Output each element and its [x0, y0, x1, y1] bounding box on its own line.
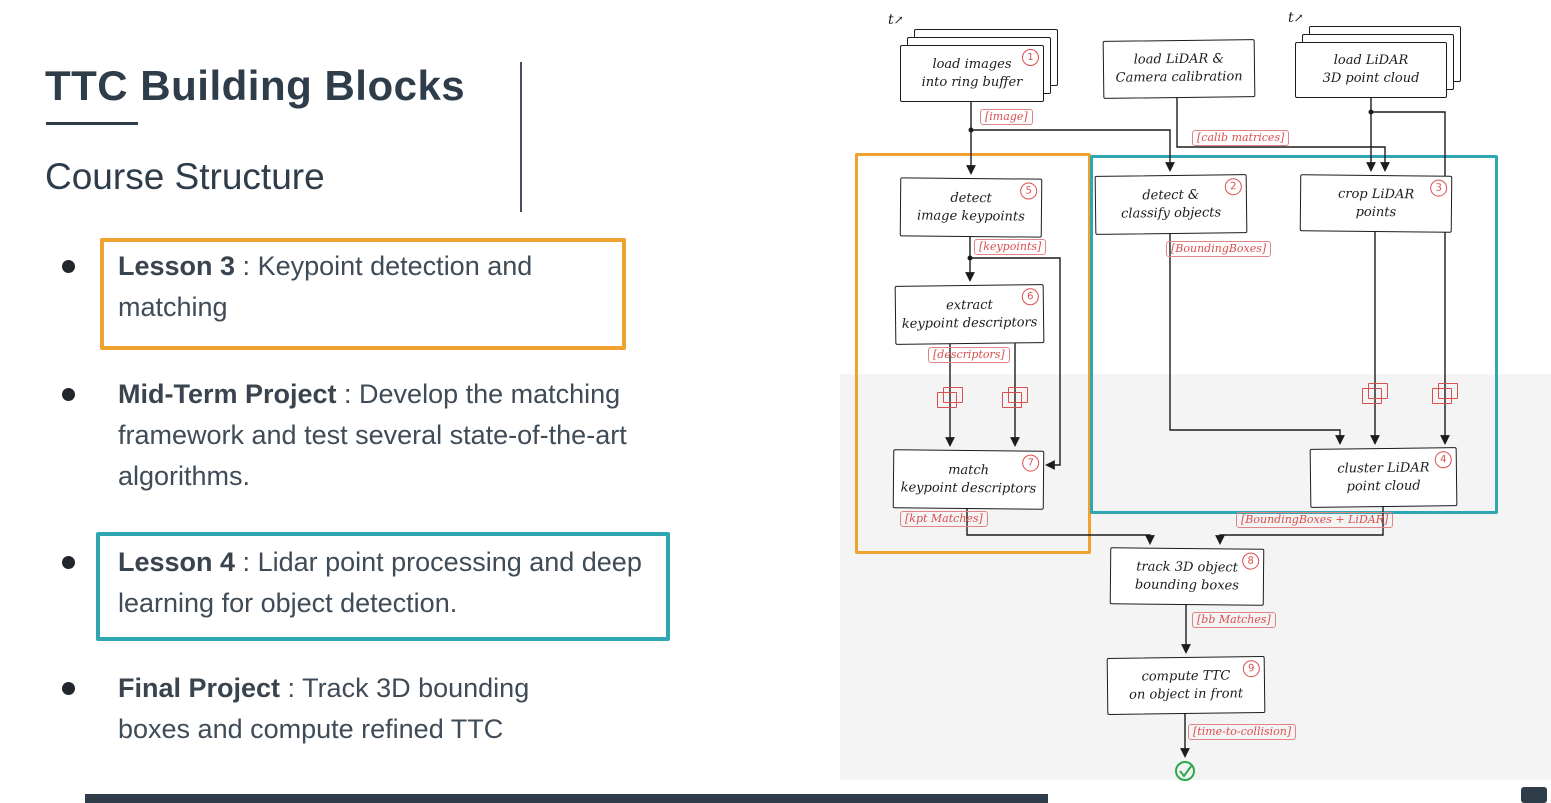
time-arrow-icon: ↗ [1293, 11, 1304, 25]
step-number: 8 [1242, 552, 1260, 570]
data-label-kpt-matches: [kpt Matches] [900, 511, 988, 527]
title-underline [46, 122, 138, 125]
node-label: detect [950, 190, 992, 207]
data-label-bb-matches: [bb Matches] [1192, 612, 1276, 628]
footer-bar [85, 794, 1048, 803]
node-label: into ring buffer [921, 74, 1023, 90]
node-label: bounding boxes [1134, 577, 1240, 593]
bullet-lesson3: Lesson 3 : Keypoint detection and matchi… [118, 246, 596, 328]
node-label: points [1355, 204, 1397, 220]
bullet-description: Track 3D bounding boxes and compute refi… [118, 673, 530, 744]
node-label: keypoint descriptors [900, 479, 1037, 497]
bullet-separator: : [235, 547, 258, 577]
bullet-marker [62, 556, 75, 569]
node-extract-descriptors: 6 extract keypoint descriptors [894, 284, 1045, 345]
node-load-images: 1 load images into ring buffer [900, 45, 1044, 102]
node-label: crop LiDAR [1337, 186, 1415, 203]
node-compute-ttc: 9 compute TTC on object in front [1106, 656, 1266, 715]
node-label: image keypoints [916, 207, 1025, 225]
bullet-description: Keypoint detection and matching [118, 251, 533, 322]
data-label-descriptors: [descriptors] [928, 347, 1010, 363]
node-label: extract [945, 297, 993, 314]
bullet-lesson4: Lesson 4 : Lidar point processing and de… [118, 542, 656, 624]
data-label-boundingboxes-lidar: [BoundingBoxes + LiDAR] [1236, 512, 1394, 528]
step-number: 6 [1021, 288, 1039, 306]
bullet-description: Develop the matching framework and test … [118, 379, 627, 491]
time-index-label: t [888, 12, 894, 28]
node-label: point cloud [1346, 478, 1421, 494]
step-number: 1 [1022, 49, 1039, 66]
frame-pair-icon [1432, 383, 1458, 404]
bullet-marker [62, 260, 75, 273]
node-label: load LiDAR & [1133, 51, 1225, 69]
data-label-bounding-boxes: [BoundingBoxes] [1166, 241, 1272, 257]
page-title: TTC Building Blocks [45, 62, 466, 109]
bullet-label: Lesson 3 [118, 251, 236, 281]
node-label: on object in front [1129, 685, 1244, 703]
step-number: 3 [1430, 179, 1448, 197]
node-label: cluster LiDAR [1337, 460, 1430, 477]
node-label: 3D point cloud [1322, 71, 1420, 86]
node-label: keypoint descriptors [901, 314, 1038, 332]
bullet-description: Lidar point processing and deep learning… [118, 547, 642, 618]
time-arrow-icon: ↗ [893, 13, 904, 27]
ttc-flow-diagram: t↗ t↗ 1 load images into ring buffer loa… [840, 0, 1551, 803]
bullet-label: Final Project [118, 673, 281, 703]
bullet-midterm-project: Mid-Term Project : Develop the matching … [118, 374, 642, 497]
node-load-point-cloud: load LiDAR 3D point cloud [1295, 42, 1447, 98]
node-label: classify objects [1121, 204, 1222, 222]
node-crop-lidar: 3 crop LiDAR points [1299, 174, 1453, 233]
bullet-marker [62, 682, 75, 695]
node-track-boxes: 8 track 3D object bounding boxes [1109, 547, 1265, 606]
bullet-separator: : [280, 673, 303, 703]
time-index-label: t [1288, 10, 1294, 26]
bullet-final-project: Final Project : Track 3D bounding boxes … [118, 668, 604, 750]
junction-dot [968, 127, 974, 133]
node-label: Camera calibration [1115, 69, 1243, 86]
time-index-marker: t↗ [888, 12, 904, 28]
node-label: match [948, 462, 990, 479]
frame-pair-icon [937, 387, 963, 408]
frame-pair-icon [1362, 383, 1388, 404]
step-number: 9 [1242, 660, 1260, 678]
junction-dot [1368, 109, 1374, 115]
bullet-separator: : [336, 379, 360, 409]
frame-pair-icon [1002, 387, 1028, 408]
step-number: 4 [1434, 451, 1452, 469]
lesson4-bullet-highlight [96, 532, 670, 641]
node-label: track 3D object [1136, 559, 1239, 576]
node-detect-keypoints: 5 detect image keypoints [899, 177, 1043, 238]
node-load-calibration: load LiDAR & Camera calibration [1102, 39, 1256, 99]
data-label-calib-matrices: [calib matrices] [1192, 130, 1290, 146]
node-label: detect & [1142, 187, 1200, 204]
time-index-marker: t↗ [1288, 10, 1304, 26]
step-number: 5 [1020, 182, 1038, 200]
node-match-descriptors: 7 match keypoint descriptors [892, 449, 1045, 510]
bullet-label: Mid-Term Project [118, 379, 337, 409]
step-number: 2 [1224, 178, 1242, 196]
bullet-marker [62, 388, 75, 401]
step-number: 7 [1022, 454, 1040, 472]
node-cluster-lidar: 4 cluster LiDAR point cloud [1309, 447, 1458, 508]
node-label: compute TTC [1141, 668, 1231, 685]
bullet-separator: : [235, 251, 258, 281]
node-label: load LiDAR [1333, 53, 1409, 69]
node-classify-objects: 2 detect & classify objects [1094, 174, 1248, 235]
data-label-time-to-collision: [time-to-collision] [1188, 724, 1297, 740]
title-divider-line [520, 62, 522, 212]
footer-corner-mark [1521, 787, 1547, 803]
bullet-label: Lesson 4 [118, 547, 236, 577]
node-label: load images [932, 56, 1012, 72]
lesson3-bullet-highlight [100, 238, 626, 350]
data-label-image: [image] [980, 109, 1033, 125]
page-subtitle: Course Structure [45, 156, 325, 197]
data-label-keypoints: [keypoints] [974, 239, 1047, 255]
